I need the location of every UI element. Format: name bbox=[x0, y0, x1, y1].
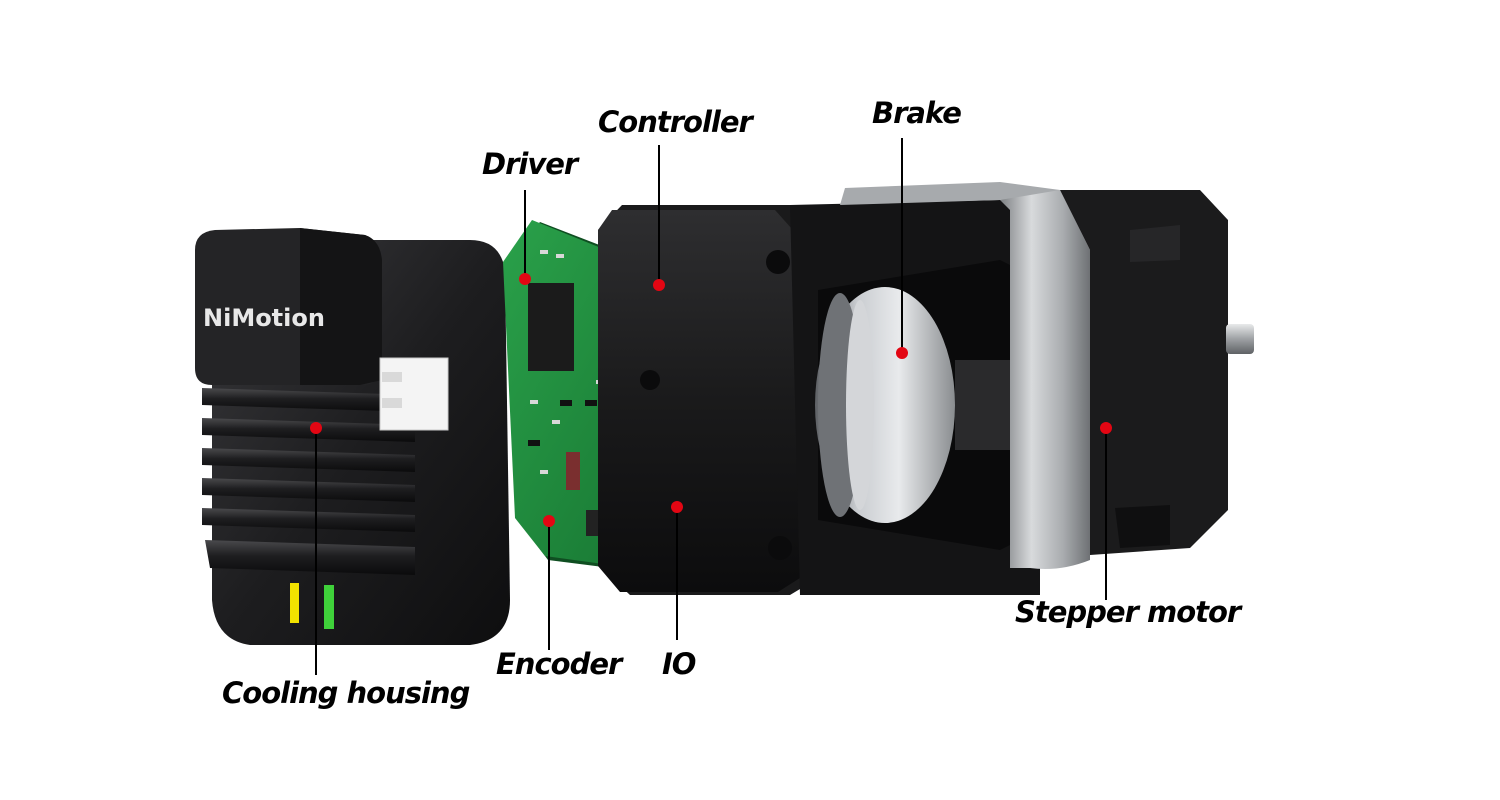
encoder-label: Encoder bbox=[496, 647, 622, 681]
leader-lines bbox=[315, 138, 1107, 675]
driver-chip bbox=[528, 283, 574, 371]
stepper-motor-part bbox=[598, 182, 1254, 595]
brake-label: Brake bbox=[872, 96, 962, 130]
silver-ring bbox=[1000, 189, 1090, 569]
cooling-housing-part: NiMotion bbox=[195, 228, 510, 645]
io-label: IO bbox=[662, 647, 696, 681]
motor-shaft bbox=[1226, 324, 1254, 354]
status-led-yellow bbox=[290, 583, 299, 623]
stepper-motor-callout-dot bbox=[1100, 422, 1112, 434]
brake-callout-dot bbox=[896, 347, 908, 359]
encoder-callout-dot bbox=[543, 515, 555, 527]
brand-logo-text: NiMotion bbox=[203, 304, 325, 332]
cooling-housing-callout-dot bbox=[310, 422, 322, 434]
controller-callout-dot bbox=[653, 279, 665, 291]
brake-disc bbox=[815, 287, 1015, 523]
status-led-green bbox=[324, 585, 334, 629]
controller-label: Controller bbox=[598, 105, 753, 139]
stepper-motor-label: Stepper motor bbox=[1015, 595, 1241, 629]
connector-socket bbox=[379, 357, 449, 431]
cooling-fins bbox=[202, 388, 415, 575]
driver-callout-dot bbox=[519, 273, 531, 285]
io-callout-dot bbox=[671, 501, 683, 513]
driver-label: Driver bbox=[482, 147, 578, 181]
cooling-housing-label: Cooling housing bbox=[222, 676, 470, 710]
